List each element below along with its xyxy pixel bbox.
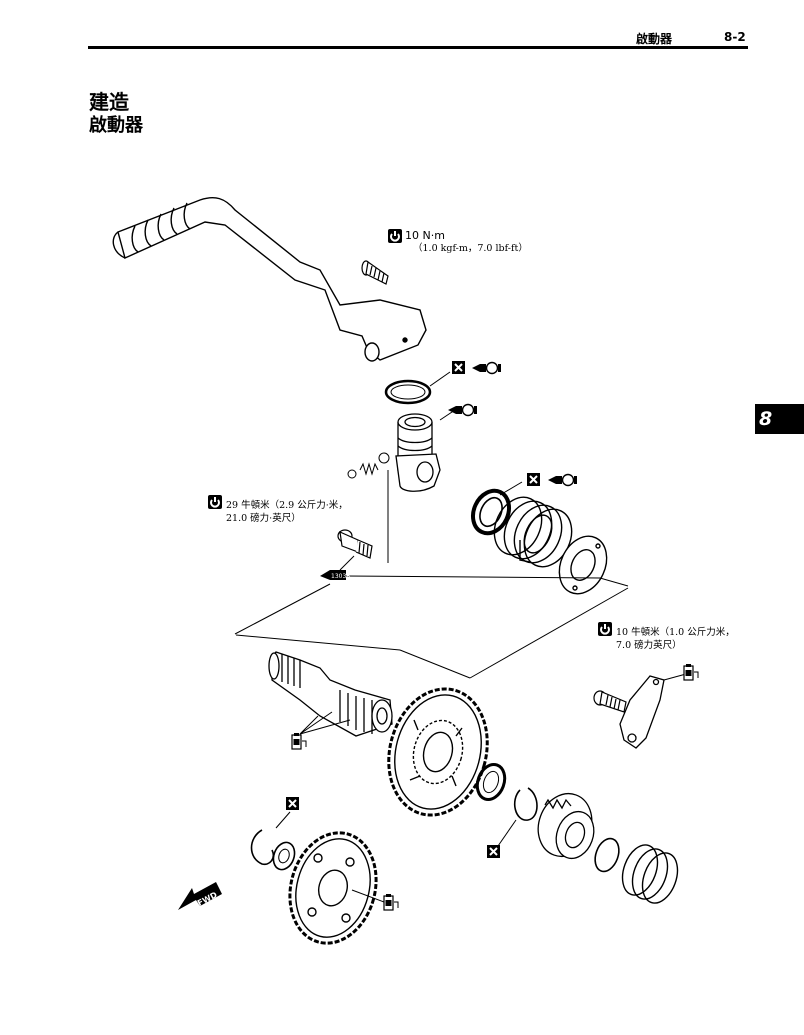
torque-conversion: 21.0 磅力·英尺） xyxy=(226,513,301,524)
kick-idle-gear xyxy=(288,831,378,945)
thread-lock-icon xyxy=(683,663,699,681)
apply-grease-icon xyxy=(447,403,478,417)
torque-wrench-icon xyxy=(597,621,613,637)
guide-bolt xyxy=(593,690,627,713)
thread-lock-1303b-icon: 1303B xyxy=(320,570,350,580)
torque-conversion: 7.0 磅力英尺） xyxy=(616,640,682,651)
ratchet xyxy=(537,792,595,860)
kick-lever xyxy=(112,197,427,362)
torque-value: 29 牛頓米（2.9 公斤力·米， xyxy=(226,500,348,511)
spring-washer xyxy=(594,837,620,873)
torque-conversion: （1.0 kgf-m，7.0 lbf-ft） xyxy=(413,243,528,254)
apply-grease-icon xyxy=(547,473,578,487)
starter-bolt xyxy=(337,529,373,559)
torque-wrench-icon xyxy=(207,494,223,510)
page-subtitle: 啟動器 xyxy=(89,115,143,136)
do-not-reuse-icon xyxy=(451,360,466,375)
apply-grease-icon xyxy=(471,361,502,375)
torque-wrench-icon xyxy=(387,228,403,244)
circlip-mid xyxy=(513,787,538,821)
torsion-spring xyxy=(493,496,573,568)
kick-shaft xyxy=(268,651,393,737)
ratchet-spring xyxy=(621,844,679,904)
thread-lock-icon xyxy=(383,893,399,911)
ratchet-guide-plate xyxy=(619,675,665,749)
chapter-tab[interactable]: 8 xyxy=(755,404,804,434)
thread-lock-icon xyxy=(291,732,307,750)
do-not-reuse-icon xyxy=(526,472,541,487)
torque-spec-starter-bolt: 29 牛頓米（2.9 公斤力·米， 21.0 磅力·英尺） xyxy=(226,499,348,525)
thrust-washer xyxy=(475,763,507,801)
header-rule xyxy=(88,46,748,49)
idle-washer xyxy=(272,841,296,871)
assembly-reference-lines xyxy=(234,575,629,679)
spring-guide-plate xyxy=(558,535,608,595)
forward-direction-arrow: FWD xyxy=(178,882,222,910)
kick-boss xyxy=(395,413,441,492)
torque-value: 10 N·m xyxy=(405,229,445,242)
kick-gear xyxy=(387,687,489,817)
torque-spec-lever-bolt: 10 N·m （1.0 kgf-m，7.0 lbf-ft） xyxy=(405,229,528,255)
circlip-lower xyxy=(250,829,275,866)
detent-spring-and-balls xyxy=(347,452,390,479)
lever-bolt xyxy=(361,260,389,285)
header-section-title: 啟動器 xyxy=(636,32,673,46)
oil-seal xyxy=(471,488,511,536)
thread-lock-label: 1303B xyxy=(331,573,350,580)
torque-value: 10 牛頓米（1.0 公斤力米， xyxy=(616,627,735,638)
torque-spec-guide-bolt: 10 牛頓米（1.0 公斤力米， 7.0 磅力英尺） xyxy=(616,626,735,652)
do-not-reuse-icon xyxy=(285,796,300,811)
header-page-number: 8-2 xyxy=(724,30,746,44)
do-not-reuse-icon xyxy=(486,844,501,859)
page-title: 建造 xyxy=(89,90,129,114)
o-ring xyxy=(384,379,432,405)
